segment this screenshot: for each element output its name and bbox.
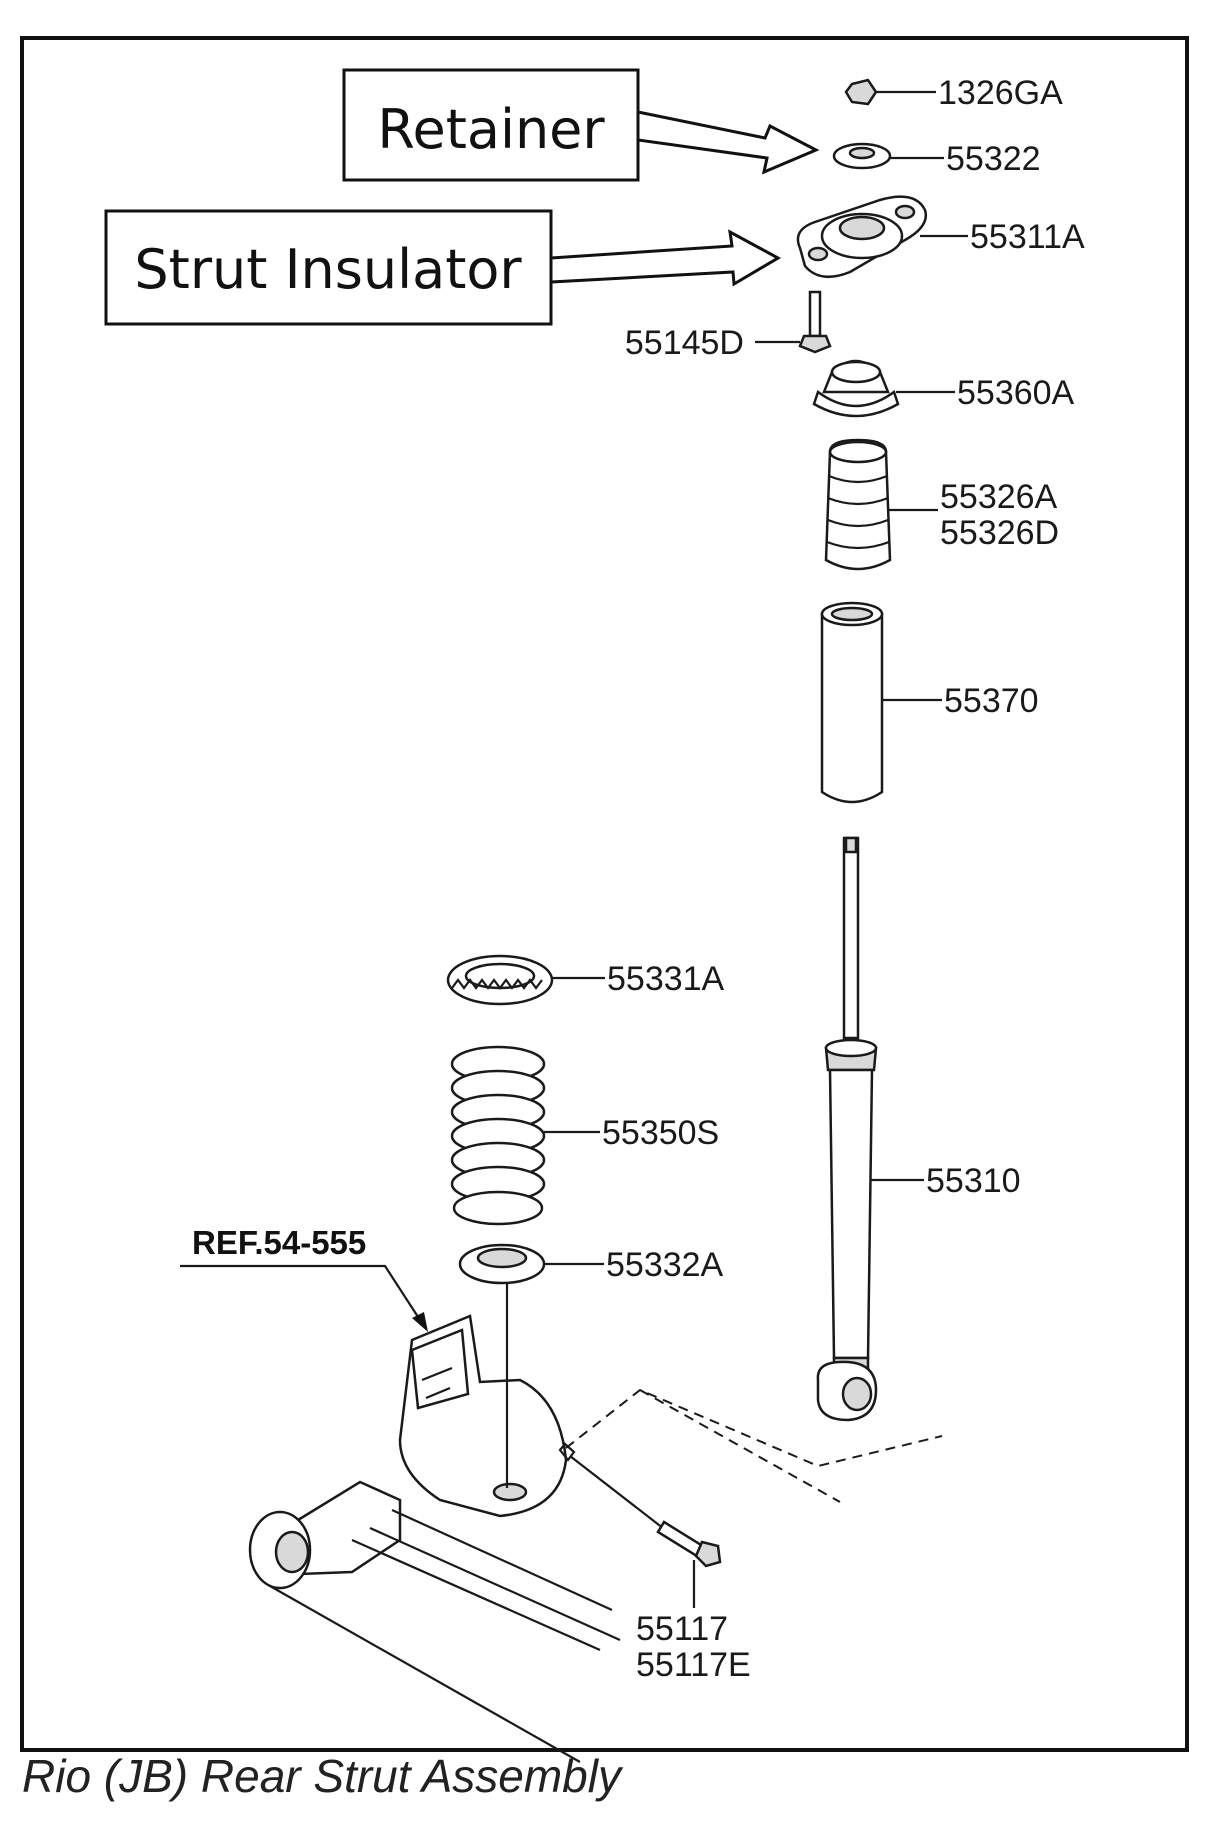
strut-insulator-part	[796, 195, 968, 279]
part-label-55331A: 55331A	[607, 960, 725, 998]
retainer-part	[832, 142, 944, 170]
retainer-callout-label: Retainer	[377, 98, 605, 161]
axle-beam-part	[248, 1282, 669, 1763]
part-label-55322: 55322	[946, 140, 1041, 178]
shock-absorber-part	[816, 836, 924, 1422]
part-label-1326GA: 1326GA	[938, 74, 1063, 112]
part-label-55117E: 55117E	[636, 1646, 751, 1684]
part-label-55332A: 55332A	[606, 1246, 724, 1284]
reference-label: REF.54-555	[192, 1224, 366, 1261]
part-label-55370: 55370	[944, 682, 1039, 720]
part-label-55310: 55310	[926, 1162, 1021, 1200]
retainer-callout: Retainer	[342, 68, 820, 182]
upper-spring-seat-part	[446, 954, 605, 1006]
part-label-55350S: 55350S	[602, 1114, 719, 1152]
part-label-55311A: 55311A	[970, 218, 1085, 256]
mounting-indicator-dashed	[565, 1388, 943, 1503]
strut-insulator-callout: Strut Insulator	[104, 209, 782, 326]
part-label-55117: 55117	[636, 1610, 728, 1648]
reference-leader	[180, 1264, 421, 1321]
part-label-55360A: 55360A	[957, 374, 1075, 412]
retainer-callout-arrow	[636, 110, 820, 175]
dust-cover-part	[820, 601, 942, 804]
strut-insulator-callout-arrow	[549, 229, 782, 287]
figure-caption: Rio (JB) Rear Strut Assembly	[22, 1750, 624, 1802]
upper-bolt-part	[755, 290, 832, 354]
lower-bolt-part	[656, 1520, 722, 1608]
bump-stopper-part	[824, 438, 938, 571]
coil-spring-part	[450, 1045, 600, 1226]
lower-spring-seat-part	[458, 1243, 604, 1285]
part-label-55326A: 55326A	[940, 478, 1058, 516]
reference-arrowhead	[412, 1312, 428, 1332]
bump-cap-part	[812, 359, 955, 418]
part-label-55145D: 55145D	[625, 324, 744, 362]
strut-insulator-callout-label: Strut Insulator	[134, 238, 522, 301]
retainer-callout-box	[342, 68, 640, 182]
part-label-55326D: 55326D	[940, 514, 1059, 552]
nut-part	[844, 78, 936, 106]
